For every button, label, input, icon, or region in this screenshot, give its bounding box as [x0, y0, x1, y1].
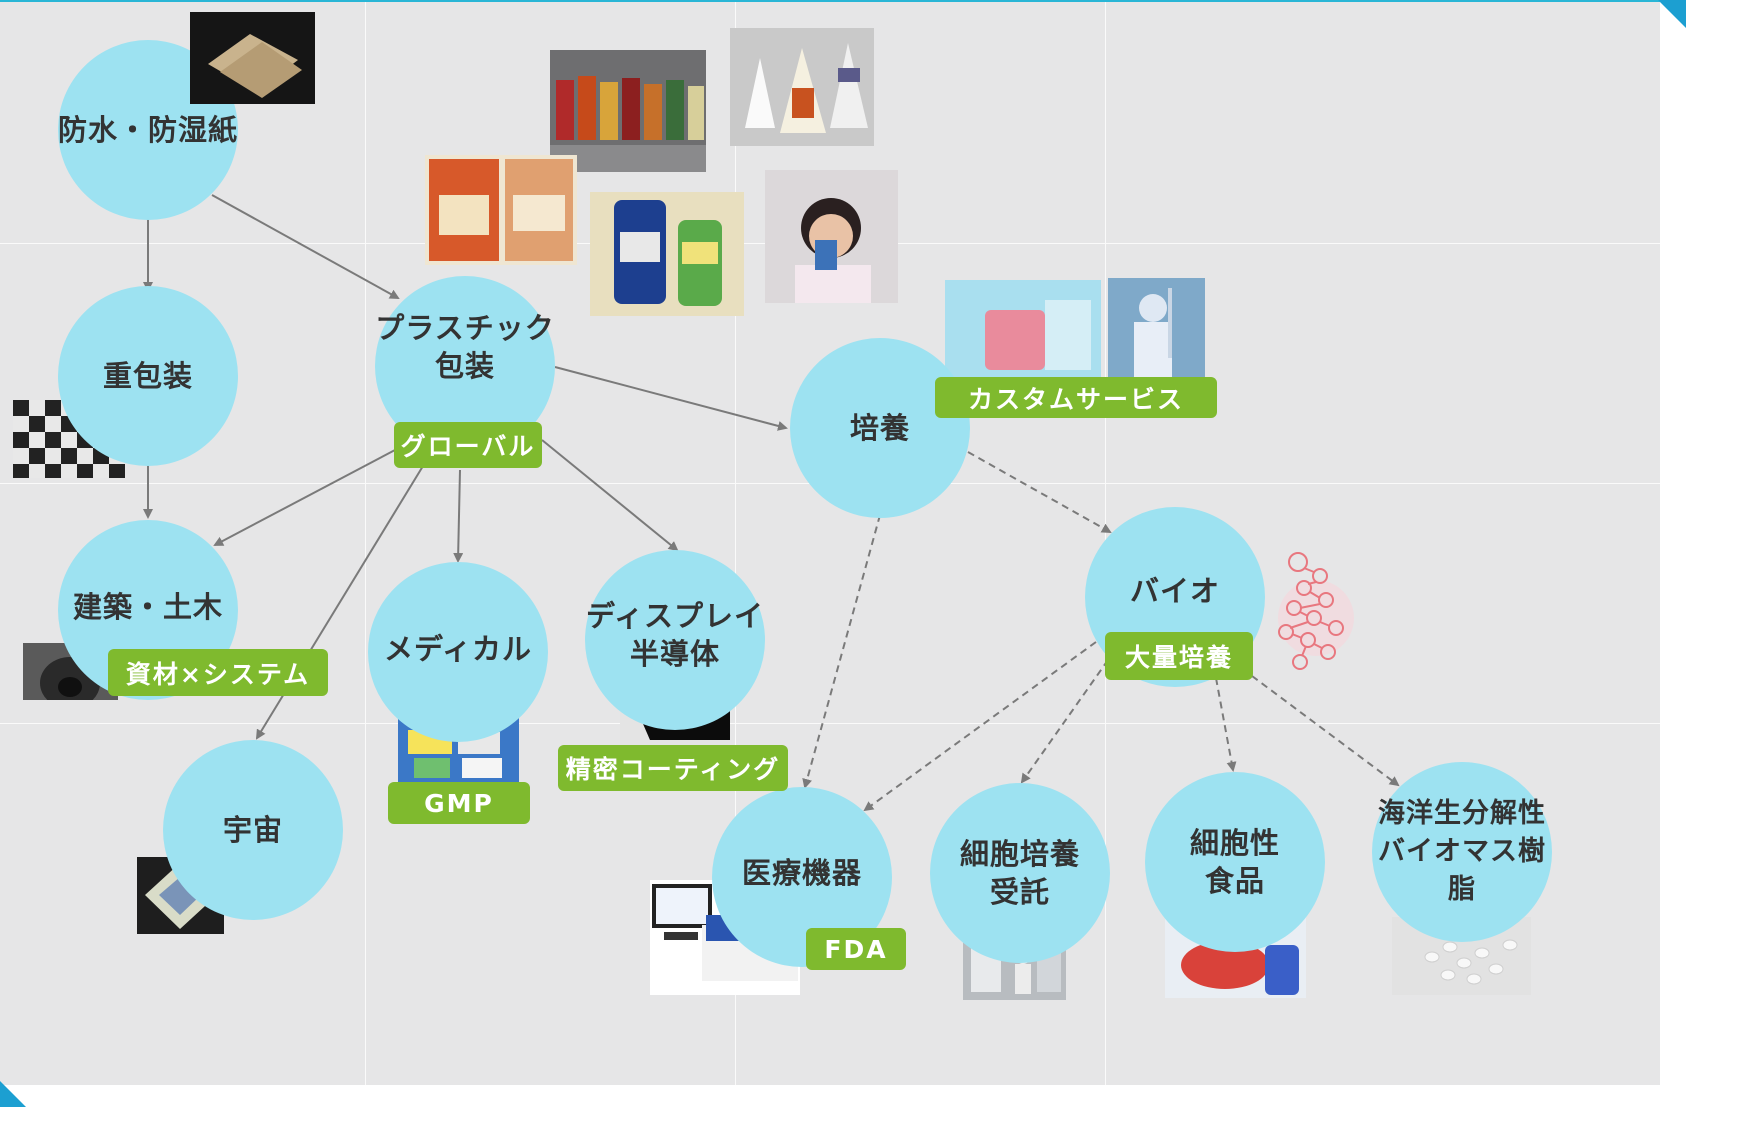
arrow-culture-to-bio — [967, 451, 1112, 533]
badge-fda: FDA — [806, 928, 906, 970]
arrow-bio-to-cell-culture — [1020, 659, 1109, 784]
node-cell-based-food: 細胞性 食品 — [1145, 772, 1325, 952]
node-label: 海洋生分解性 バイオマス樹脂 — [1378, 798, 1546, 905]
top-accent-line — [0, 0, 1660, 2]
arrow-waterproof-to-plastic — [211, 194, 400, 299]
grid-line — [0, 723, 1660, 724]
arrow-bio-to-cell-food — [1215, 677, 1237, 772]
node-marine-biomass-resin: 海洋生分解性 バイオマス樹脂 — [1372, 762, 1552, 942]
node-label: 防水・防湿紙 — [58, 113, 239, 147]
badge-custom-service: カスタムサービス — [935, 377, 1217, 418]
milk-cartons-photo — [730, 28, 874, 146]
badge-gmp: GMP — [388, 782, 530, 824]
badge-mass-culture: 大量培養 — [1105, 632, 1253, 680]
grid-line — [735, 0, 736, 1085]
node-culture: 培養 — [790, 338, 970, 518]
arrow-plastic-to-display — [541, 439, 679, 552]
girl-drinking-photo — [765, 170, 898, 303]
node-label: ディスプレイ 半導体 — [586, 599, 764, 671]
badge-global: グローバル — [394, 422, 542, 468]
node-label: プラスチック 包装 — [375, 311, 555, 383]
node-display-semiconductor: ディスプレイ 半導体 — [585, 550, 765, 730]
badge-precision-coating: 精密コーティング — [558, 745, 788, 791]
arrow-bio-to-marine-biomass — [1251, 675, 1400, 787]
node-medical-device: 医療機器 — [712, 787, 892, 967]
arrow-culture-to-medical-device — [802, 514, 881, 789]
node-label: バイオ — [1129, 574, 1220, 608]
node-waterproof-paper: 防水・防湿紙 — [58, 40, 238, 220]
arrow-plastic-to-medical — [453, 469, 464, 563]
culture-bag-photo — [945, 280, 1101, 380]
node-label: 培養 — [849, 411, 910, 445]
node-label: メディカル — [384, 632, 532, 666]
arrow-plastic-to-culture — [554, 366, 788, 431]
node-heavy-packaging: 重包装 — [58, 286, 238, 466]
node-label: 医療機器 — [741, 856, 862, 890]
node-medical: メディカル — [368, 562, 548, 742]
arrow-plastic-to-construction — [213, 449, 396, 546]
node-cell-culture-contract: 細胞培養 受託 — [930, 783, 1110, 963]
node-space: 宇宙 — [163, 740, 343, 920]
node-label: 細胞性 食品 — [1189, 826, 1280, 898]
node-label: 重包装 — [102, 359, 193, 393]
badge-materials-system: 資材×システム — [108, 649, 328, 696]
node-label: 細胞培養 受託 — [959, 837, 1080, 909]
refill-pouches-photo — [590, 192, 744, 316]
miso-bags-photo — [425, 155, 577, 265]
corner-triangle-top-right — [1658, 0, 1686, 28]
corner-triangle-bottom-left — [0, 1081, 26, 1107]
paper-sheets-photo-overlay — [190, 12, 315, 104]
node-label: 宇宙 — [222, 813, 283, 847]
food-pouches-photo — [550, 50, 706, 172]
node-label: 建築・土木 — [72, 590, 223, 624]
molecule-icon — [1268, 548, 1358, 676]
arrow-bio-to-medical-device — [863, 641, 1097, 812]
grid-line — [365, 0, 366, 1085]
cleanroom-worker-photo — [1108, 278, 1205, 378]
